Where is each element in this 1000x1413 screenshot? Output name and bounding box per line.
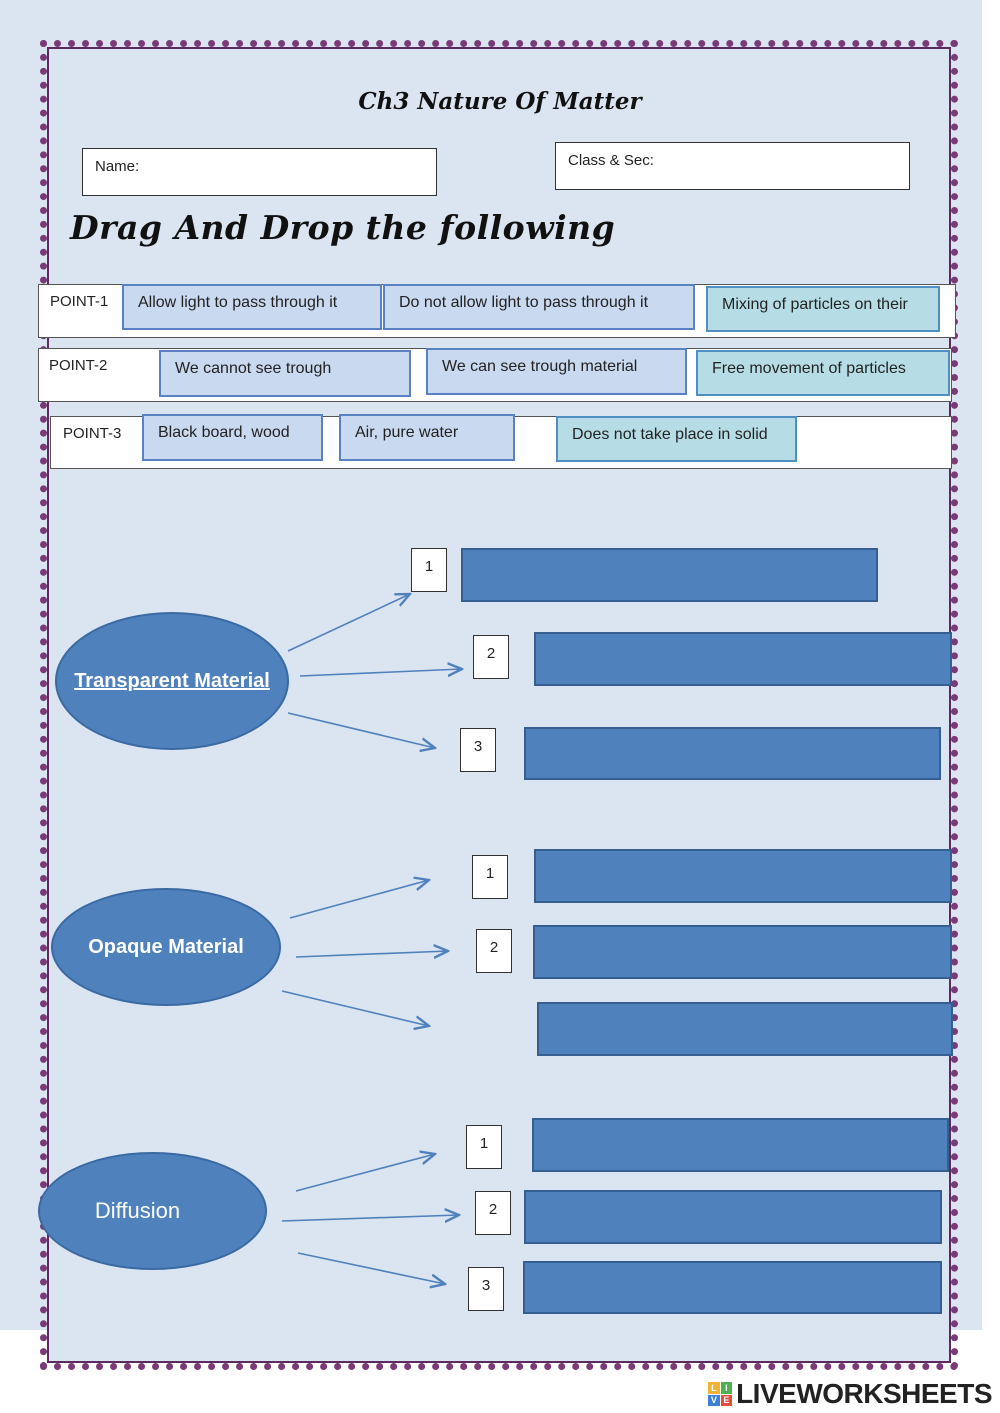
drop-zone-transparent-2[interactable]: [534, 632, 952, 686]
arrow-opaque-3: [281, 990, 429, 1026]
chip-can-see[interactable]: We can see trough material: [426, 348, 687, 395]
drop-zone-diffusion-3[interactable]: [523, 1261, 942, 1314]
point-3-label: POINT-3: [63, 425, 122, 442]
number-box: 2: [475, 1191, 511, 1235]
arrow-transparent-2: [299, 669, 462, 676]
number-box: 1: [411, 548, 447, 592]
drop-zone-diffusion-2[interactable]: [524, 1190, 942, 1244]
point-2-label: POINT-2: [49, 357, 108, 374]
number-box: 1: [466, 1125, 502, 1169]
drop-zone-opaque-1[interactable]: [534, 849, 952, 903]
chip-no-light[interactable]: Do not allow light to pass through it: [383, 284, 695, 330]
concept-diffusion: Diffusion: [38, 1152, 267, 1270]
drop-zone-diffusion-1[interactable]: [532, 1118, 949, 1172]
arrow-opaque-1: [289, 880, 429, 919]
number-box: 2: [473, 635, 509, 679]
page-title: Ch3 Nature Of Matter: [358, 88, 642, 115]
arrow-transparent-1: [287, 594, 410, 652]
liveworksheets-logo-icon: L I V E: [708, 1382, 733, 1406]
number-box: 1: [472, 855, 508, 899]
point-1-label: POINT-1: [50, 293, 109, 310]
concept-diffusion-label: Diffusion: [94, 1198, 181, 1223]
concept-transparent-material: Transparent Material: [55, 612, 289, 750]
chip-cannot-see[interactable]: We cannot see trough: [159, 350, 411, 397]
arrow-opaque-2: [295, 951, 448, 957]
drop-zone-opaque-3[interactable]: [537, 1002, 953, 1056]
concept-transparent-label: Transparent Material: [74, 669, 270, 692]
number-box: 2: [476, 929, 512, 973]
arrow-diffusion-1: [295, 1154, 435, 1192]
brand-name: LIVEWORKSHEETS: [736, 1378, 992, 1409]
arrow-diffusion-3: [297, 1252, 445, 1284]
name-field[interactable]: Name:: [82, 148, 437, 196]
number-box: 3: [460, 728, 496, 772]
drop-zone-opaque-2[interactable]: [533, 925, 952, 979]
chip-allow-light[interactable]: Allow light to pass through it: [122, 284, 382, 330]
drop-zone-transparent-3[interactable]: [524, 727, 941, 780]
name-label: Name:: [95, 158, 140, 175]
class-sec-label: Class & Sec:: [568, 152, 654, 169]
number-box: 3: [468, 1267, 504, 1311]
chip-mixing-particles[interactable]: Mixing of particles on their: [706, 286, 940, 332]
concept-opaque-label: Opaque Material: [88, 935, 244, 958]
arrow-diffusion-2: [281, 1215, 459, 1221]
chip-air-water[interactable]: Air, pure water: [339, 414, 515, 461]
drop-zone-transparent-1[interactable]: [461, 548, 878, 602]
instructions-heading: Drag And Drop the following: [70, 208, 616, 247]
chip-free-movement[interactable]: Free movement of particles: [696, 350, 950, 396]
chip-not-in-solid[interactable]: Does not take place in solid: [556, 416, 797, 462]
arrow-transparent-3: [287, 712, 435, 748]
decorative-border: [40, 40, 958, 1370]
concept-opaque-material: Opaque Material: [51, 888, 281, 1006]
class-sec-field[interactable]: Class & Sec:: [555, 142, 910, 190]
liveworksheets-brand: L I V E LIVEWORKSHEETS: [708, 1378, 992, 1410]
chip-black-board[interactable]: Black board, wood: [142, 414, 323, 461]
